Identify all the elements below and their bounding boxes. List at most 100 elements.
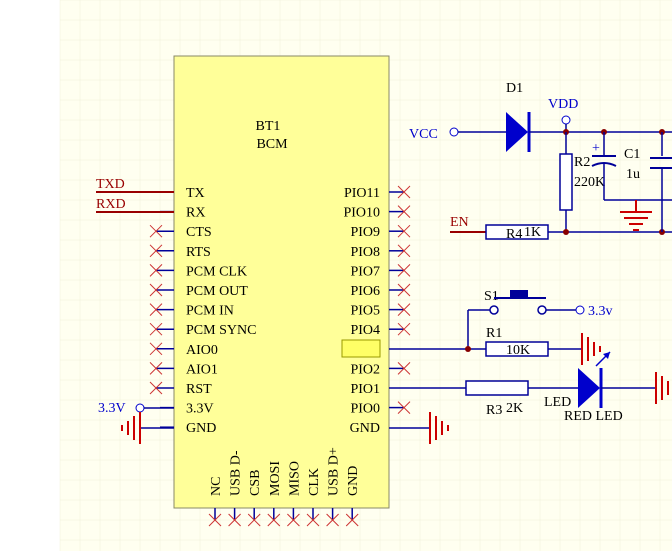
capacitor-icon[interactable] — [591, 162, 617, 167]
left-pin-label: PCM SYNC — [186, 323, 256, 338]
ground-symbol-icon — [121, 412, 141, 444]
power-port-circle-icon[interactable] — [561, 115, 571, 125]
ground-symbol-icon — [581, 333, 601, 365]
component-value-label: BCM — [256, 137, 288, 152]
power-port-circle-icon[interactable] — [135, 403, 145, 413]
led-ref-label: LED — [544, 395, 571, 410]
left-pin-label: PCM CLK — [186, 264, 247, 279]
pio3-highlight-box — [341, 339, 381, 358]
push-button-switch-icon[interactable] — [489, 290, 547, 315]
right-pin-label: PIO9 — [350, 225, 380, 240]
right-pin-group: PIO11PIO10PIO9PIO8PIO7PIO6PIO5PIO4PIO3PI… — [343, 185, 411, 436]
r3-value-label: 2K — [506, 401, 523, 416]
right-pin-label: GND — [350, 421, 380, 436]
resistor-icon[interactable] — [559, 153, 573, 211]
left-pin-label: AIO1 — [186, 362, 218, 377]
no-connect-x-icon — [397, 362, 411, 375]
bottom-pin-label: USB D- — [229, 450, 244, 496]
junction-dot-icon — [465, 346, 471, 352]
no-connect-x-icon — [247, 513, 261, 527]
right-pin-label: PIO11 — [344, 186, 380, 201]
no-connect-x-icon — [397, 185, 411, 199]
left-pin-label: TX — [186, 186, 205, 201]
left-pin-label: RST — [186, 382, 212, 397]
bottom-pin-label: MISO — [287, 461, 302, 496]
right-pin-label: PIO1 — [350, 382, 380, 397]
no-connect-x-icon — [149, 283, 163, 297]
r3-ref-label: R3 — [486, 403, 502, 418]
led-value-label: RED LED — [564, 409, 623, 424]
c1-value-label: 1u — [626, 167, 640, 182]
no-connect-x-icon — [149, 224, 163, 238]
no-connect-x-icon — [208, 513, 222, 527]
no-connect-x-icon — [306, 513, 320, 527]
right-pin-label: PIO2 — [350, 362, 380, 377]
left-pin-label: CTS — [186, 225, 212, 240]
resistor-icon[interactable] — [465, 380, 529, 396]
power-port-circle-icon[interactable] — [449, 127, 459, 137]
no-connect-x-icon — [397, 244, 411, 258]
no-connect-x-icon — [397, 205, 411, 218]
bottom-pin-label: NC — [209, 477, 224, 496]
r1-ref-label: R1 — [486, 326, 502, 341]
bottom-pin-label: CLK — [307, 468, 322, 496]
bottom-pin-label: USB D+ — [327, 447, 342, 496]
no-connect-x-icon — [397, 401, 411, 414]
no-connect-x-icon — [149, 303, 163, 316]
left-pin-label: PCM OUT — [186, 284, 248, 299]
r4-value-label: 1K — [524, 225, 541, 240]
power-label-3v3-left: 3.3V — [98, 401, 126, 416]
left-pin-label: PCM IN — [186, 304, 234, 319]
net-label-rxd: RXD — [96, 197, 126, 212]
r2-ref-label: R2 — [574, 155, 590, 170]
component-ref-label: BT1 — [256, 119, 281, 134]
no-connect-x-icon — [326, 513, 339, 527]
no-connect-x-icon — [345, 513, 359, 527]
no-connect-x-icon — [267, 513, 281, 527]
right-pin-label: PIO10 — [343, 206, 380, 221]
r2-value-label: 220K — [574, 175, 605, 190]
junction-dot-icon — [563, 229, 569, 235]
no-connect-x-icon — [287, 513, 300, 527]
left-pin-label: RX — [186, 206, 205, 221]
no-connect-x-icon — [149, 264, 163, 277]
ground-symbol-icon — [655, 372, 669, 404]
ground-symbol-icon — [620, 200, 652, 231]
r4-ref-label: R4 — [506, 227, 522, 242]
no-connect-x-icon — [149, 362, 163, 375]
s1-ref-label: S1 — [484, 289, 499, 304]
ground-symbol-icon — [429, 412, 449, 444]
no-connect-x-icon — [228, 513, 241, 527]
power-label-vdd: VDD — [548, 97, 578, 112]
net-label-en: EN — [450, 215, 469, 230]
left-pin-label: RTS — [186, 245, 211, 260]
left-pin-label: GND — [186, 421, 216, 436]
power-port-circle-icon[interactable] — [575, 305, 585, 315]
no-connect-x-icon — [397, 264, 411, 277]
bottom-pin-label: CSB — [248, 470, 263, 496]
c1-plus-sign: + — [592, 141, 600, 156]
no-connect-x-icon — [149, 322, 163, 336]
right-pin-label: PIO6 — [350, 284, 380, 299]
no-connect-x-icon — [149, 381, 163, 395]
d1-ref-label: D1 — [506, 81, 523, 96]
bottom-pin-label: MOSI — [268, 461, 283, 496]
left-pin-label: 3.3V — [186, 402, 214, 417]
left-pin-group: TX RX CTS RTS PCM CLK PCM OUT PCM IN PCM SYNC AI… — [149, 186, 256, 436]
bottom-pin-label: GND — [346, 466, 361, 496]
right-pin-label: PIO7 — [350, 264, 380, 279]
no-connect-x-icon — [397, 283, 411, 297]
left-pin-label: AIO0 — [186, 343, 218, 358]
no-connect-x-icon — [149, 244, 163, 258]
no-connect-x-icon — [397, 322, 411, 336]
bt1-component-body[interactable] — [173, 55, 390, 509]
no-connect-x-icon — [397, 224, 411, 238]
right-pin-label: PIO0 — [350, 402, 380, 417]
right-pin-label: PIO5 — [350, 304, 380, 319]
led-icon[interactable] — [578, 351, 611, 408]
right-pin-label: PIO4 — [350, 323, 380, 338]
no-connect-x-icon — [149, 342, 163, 356]
c1-ref-label: C1 — [624, 147, 640, 162]
power-label-3v3-switch: 3.3v — [588, 304, 613, 319]
